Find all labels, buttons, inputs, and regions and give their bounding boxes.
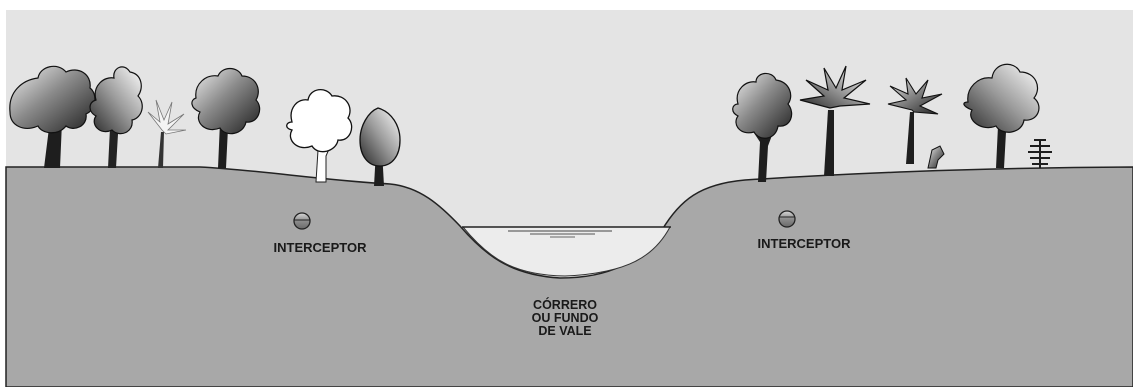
shrub-icon — [1028, 139, 1052, 168]
stream-label-line: CÓRRERO — [533, 298, 597, 312]
tree-icon — [9, 65, 96, 168]
stream-label: CÓRRERO OU FUNDO DE VALE — [490, 299, 640, 338]
pipe-icon — [778, 210, 796, 228]
stream-water — [461, 226, 671, 277]
ground-profile — [5, 166, 1133, 387]
shrub-icon — [927, 145, 945, 169]
stream-label-line: OU FUNDO — [531, 311, 599, 325]
palm-icon — [799, 65, 871, 176]
pipe-icon — [293, 212, 311, 230]
palm-icon — [887, 77, 943, 164]
tree-icon — [963, 63, 1040, 168]
tree-icon — [732, 72, 793, 182]
interceptor-label-right: INTERCEPTOR — [757, 236, 851, 251]
palm-icon — [147, 99, 187, 168]
interceptor-label-left: INTERCEPTOR — [273, 240, 367, 255]
tree-icon — [359, 107, 401, 186]
stream-label-line: DE VALE — [538, 324, 592, 338]
tree-icon — [89, 66, 143, 168]
tree-icon — [191, 67, 261, 168]
tree-icon — [286, 89, 353, 183]
